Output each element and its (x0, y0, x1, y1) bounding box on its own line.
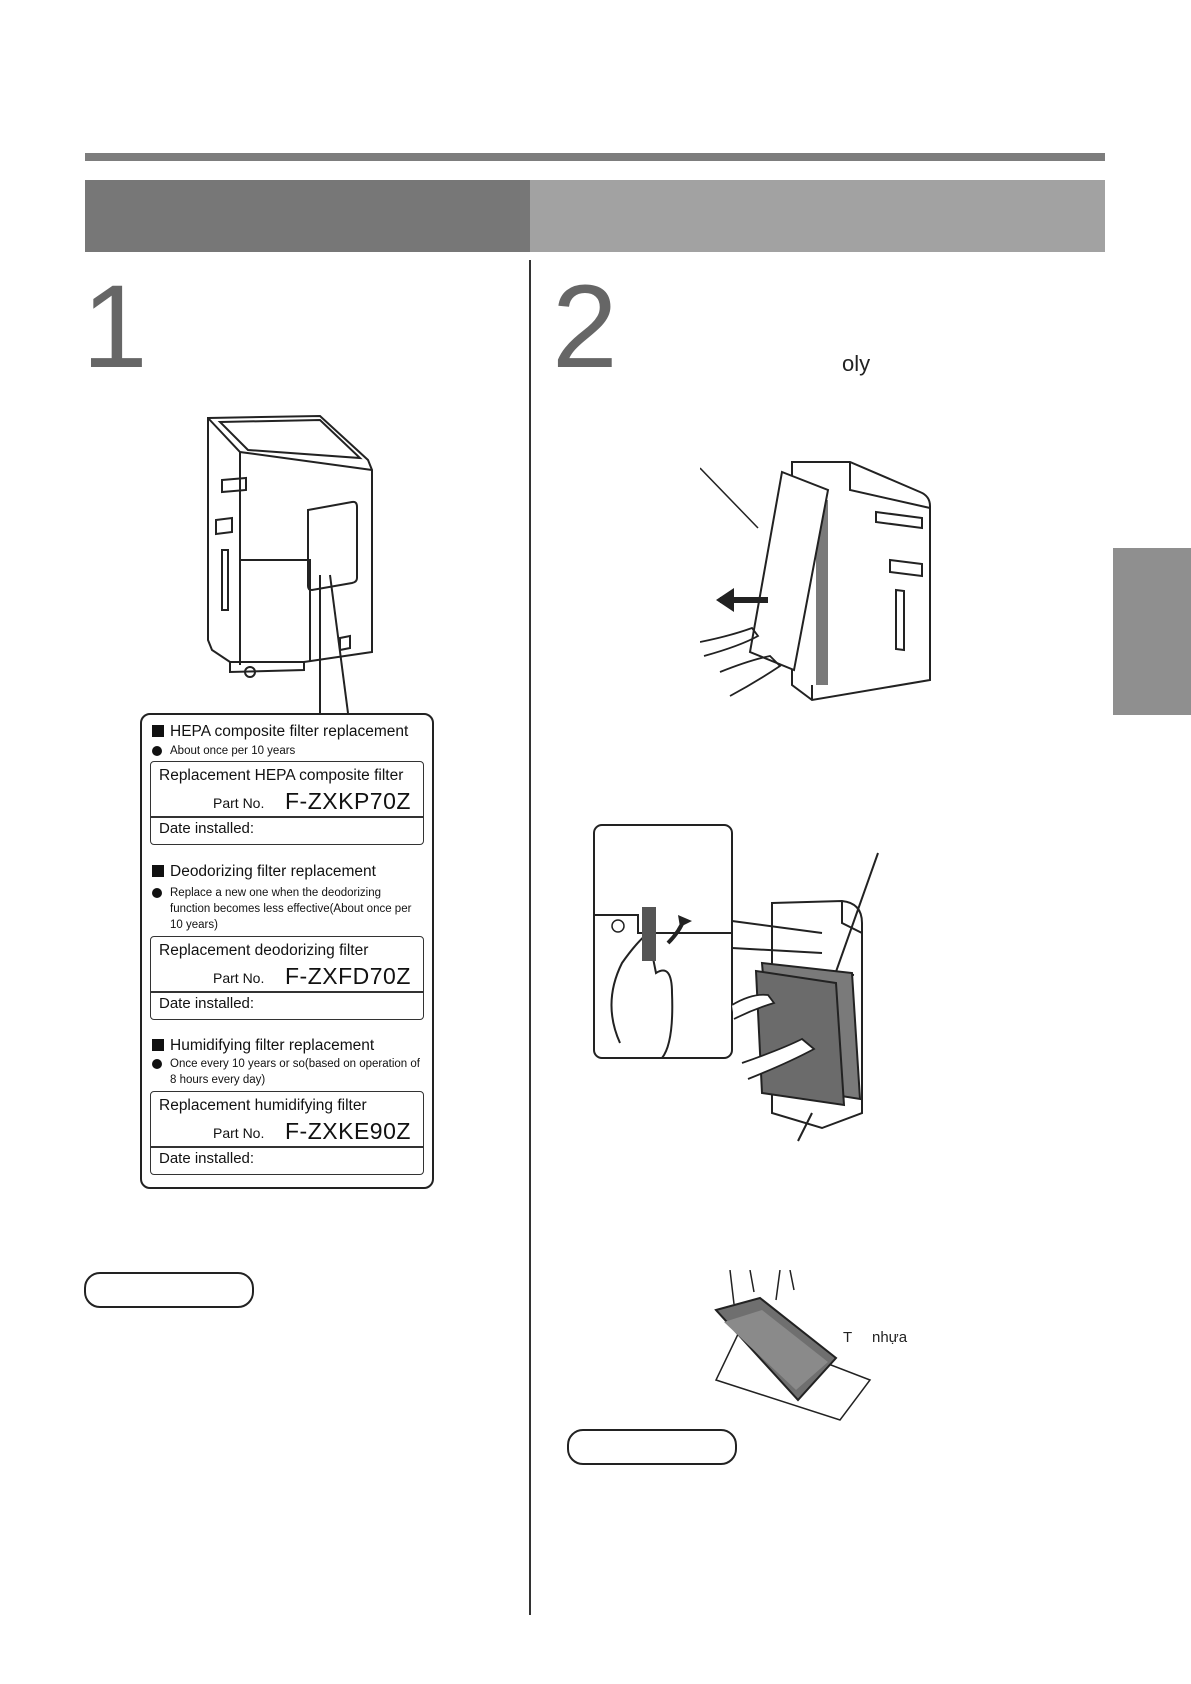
label-section-1-note: About once per 10 years (152, 743, 422, 759)
replacement-filter-name: Replacement HEPA composite filter (159, 767, 404, 784)
remove-filters-illustration (593, 824, 879, 1142)
label-section-3-box: Replacement humidifying filter Part No. … (150, 1091, 424, 1175)
section-header-left (85, 180, 530, 252)
date-installed-label: Date installed: (159, 820, 255, 837)
bag-label-t: T (843, 1329, 853, 1346)
replacement-filter-name: Replacement deodorizing filter (159, 942, 369, 959)
step-2-caption-fragment: oly (842, 351, 871, 376)
date-installed-label: Date installed: (159, 1150, 255, 1167)
column-divider (529, 260, 531, 1615)
filter-replacement-label: HEPA composite filter replacement About … (140, 713, 434, 1189)
remove-front-panel-illustration (700, 461, 931, 702)
purifier-rear-illustration (207, 414, 373, 678)
step-2-number: 2 (552, 261, 618, 393)
step-1-number: 1 (82, 261, 148, 393)
chapter-side-tab (1113, 548, 1191, 715)
square-bullet-icon (152, 1039, 164, 1051)
dot-bullet-icon (152, 1059, 162, 1069)
date-installed-label: Date installed: (159, 995, 255, 1012)
label-section-2-note: Replace a new one when the deodorizing f… (152, 885, 422, 933)
part-number: F-ZXKP70Z (285, 788, 411, 814)
note-pill-left (84, 1272, 254, 1308)
dot-bullet-icon (152, 746, 162, 756)
filter-in-bag-illustration (714, 1270, 872, 1421)
label-section-2-box: Replacement deodorizing filter Part No. … (150, 936, 424, 1020)
note-pill-right (567, 1429, 737, 1465)
dot-bullet-icon (152, 888, 162, 898)
label-section-1-box: Replacement HEPA composite filter Part N… (150, 761, 424, 845)
part-number: F-ZXKE90Z (285, 1118, 411, 1144)
replacement-filter-name: Replacement humidifying filter (159, 1097, 367, 1114)
part-no-label: Part No. (213, 970, 265, 986)
box-divider (151, 1146, 423, 1148)
part-no-label: Part No. (213, 1125, 265, 1141)
label-section-3-title: Humidifying filter replacement (152, 1037, 374, 1055)
label-section-1-title: HEPA composite filter replacement (152, 723, 408, 741)
top-rule (85, 153, 1105, 161)
square-bullet-icon (152, 725, 164, 737)
part-no-label: Part No. (213, 795, 265, 811)
box-divider (151, 816, 423, 818)
label-section-2-title: Deodorizing filter replacement (152, 863, 376, 881)
bag-label-text: nhựa (872, 1329, 908, 1346)
label-leader-lines (319, 574, 349, 714)
part-number: F-ZXFD70Z (285, 963, 411, 989)
section-header-right (530, 180, 1105, 252)
label-section-3-note: Once every 10 years or so(based on opera… (152, 1056, 422, 1088)
square-bullet-icon (152, 865, 164, 877)
box-divider (151, 991, 423, 993)
